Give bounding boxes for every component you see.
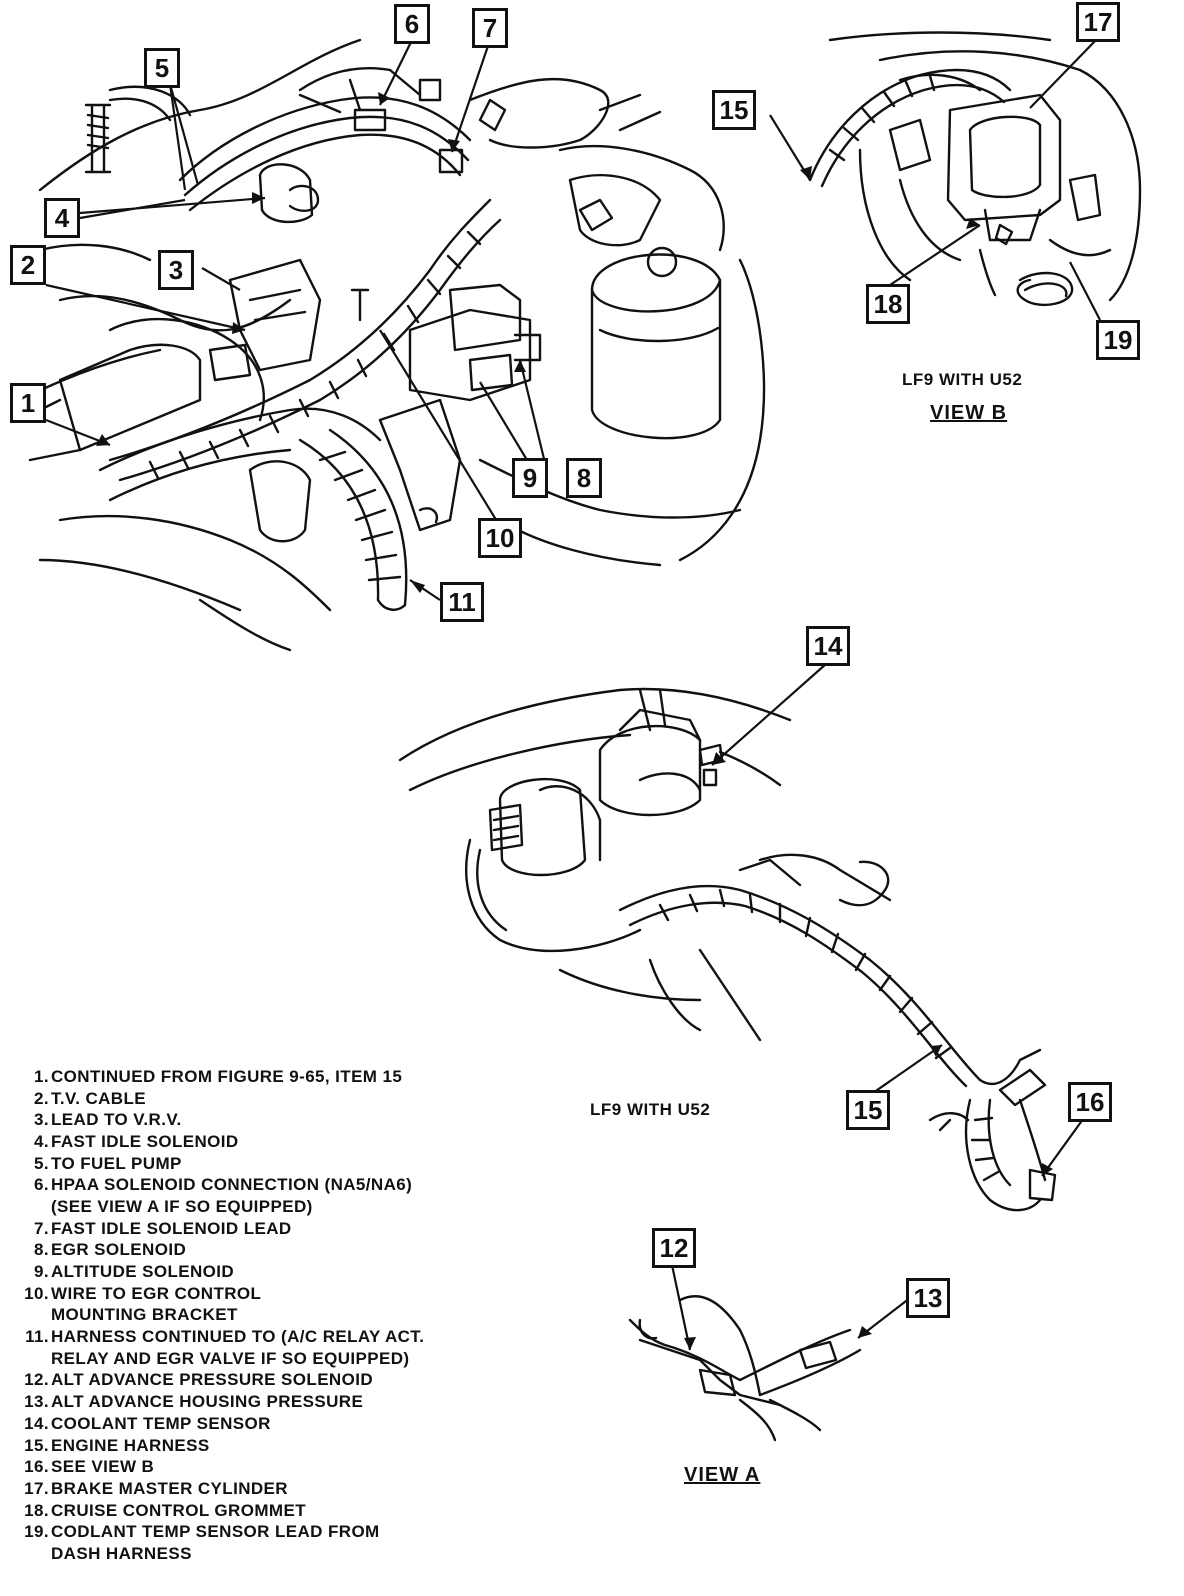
legend-row: 9.ALTITUDE SOLENOID	[14, 1261, 534, 1283]
callout-15-view-b: 15	[712, 90, 756, 130]
callout-15-harness: 15	[846, 1090, 890, 1130]
legend-row: 13.ALT ADVANCE HOUSING PRESSURE	[14, 1391, 534, 1413]
legend-number: 6.	[34, 1175, 49, 1195]
legend-text: ALTITUDE SOLENOID	[51, 1262, 235, 1282]
legend-row: 10.WIRE TO EGR CONTROL	[14, 1283, 534, 1305]
legend-row: 17.BRAKE MASTER CYLINDER	[14, 1478, 534, 1500]
view-b-title: VIEW B	[930, 402, 1008, 424]
legend-number: 2.	[34, 1088, 49, 1108]
legend-text: FAST IDLE SOLENOID LEAD	[51, 1218, 292, 1238]
callout-12: 12	[652, 1228, 696, 1268]
legend-row: 16.SEE VIEW B	[14, 1456, 534, 1478]
legend-text: EGR SOLENOID	[51, 1240, 187, 1260]
legend-row: MOUNTING BRACKET	[14, 1305, 534, 1327]
main-engine-view	[18, 38, 766, 652]
callout-14: 14	[806, 626, 850, 666]
legend-row: 4.FAST IDLE SOLENOID	[14, 1131, 534, 1153]
callout-8: 8	[566, 458, 602, 498]
callout-2: 2	[10, 245, 46, 285]
legend-text: (SEE VIEW A IF SO EQUIPPED)	[51, 1196, 313, 1216]
legend-row: 14.COOLANT TEMP SENSOR	[14, 1413, 534, 1435]
legend-row: 19.CODLANT TEMP SENSOR LEAD FROM	[14, 1521, 534, 1543]
callout-6: 6	[394, 4, 430, 44]
callout-9: 9	[512, 458, 548, 498]
legend-row: 6.HPAA SOLENOID CONNECTION (NA5/NA6)	[14, 1174, 534, 1196]
legend-number: 7.	[34, 1218, 49, 1238]
legend-row: 12.ALT ADVANCE PRESSURE SOLENOID	[14, 1370, 534, 1392]
callout-7: 7	[472, 8, 508, 48]
view-b-drawing	[808, 31, 1142, 307]
lower-engine-view	[398, 687, 1057, 1212]
legend-number: 13.	[24, 1392, 49, 1412]
view-a-drawing	[628, 1295, 862, 1442]
legend-text: COOLANT TEMP SENSOR	[51, 1413, 271, 1433]
legend-number: 10.	[24, 1283, 49, 1303]
legend-number: 16.	[24, 1457, 49, 1477]
legend-text: CODLANT TEMP SENSOR LEAD FROM	[51, 1522, 380, 1542]
legend-number: 9.	[34, 1262, 49, 1282]
callout-11: 11	[440, 582, 484, 622]
callout-10: 10	[478, 518, 522, 558]
legend-number: 11.	[25, 1327, 49, 1347]
legend-text: WIRE TO EGR CONTROL	[51, 1283, 262, 1303]
lower-view-caption: LF9 WITH U52	[590, 1100, 711, 1119]
legend-row: (SEE VIEW A IF SO EQUIPPED)	[14, 1196, 534, 1218]
view-a-title: VIEW A	[684, 1464, 761, 1486]
legend-row: 7.FAST IDLE SOLENOID LEAD	[14, 1218, 534, 1240]
legend-row: 3.LEAD TO V.R.V.	[14, 1109, 534, 1131]
legend-number: 19.	[24, 1522, 49, 1542]
legend-text: RELAY AND EGR VALVE IF SO EQUIPPED)	[51, 1348, 410, 1368]
legend-text: CRUISE CONTROL GROMMET	[51, 1500, 306, 1520]
legend-number: 1.	[34, 1066, 49, 1086]
legend-text: T.V. CABLE	[51, 1088, 147, 1108]
legend-text: BRAKE MASTER CYLINDER	[51, 1478, 288, 1498]
legend-number: 4.	[34, 1131, 49, 1151]
legend-row: 15.ENGINE HARNESS	[14, 1435, 534, 1457]
callout-16: 16	[1068, 1082, 1112, 1122]
legend-text: HPAA SOLENOID CONNECTION (NA5/NA6)	[51, 1175, 413, 1195]
legend-row: DASH HARNESS	[14, 1543, 534, 1565]
legend-number: 14.	[24, 1413, 49, 1433]
legend-text: TO FUEL PUMP	[51, 1153, 182, 1173]
callout-5: 5	[144, 48, 180, 88]
legend-row: RELAY AND EGR VALVE IF SO EQUIPPED)	[14, 1348, 534, 1370]
legend-text: DASH HARNESS	[51, 1543, 192, 1563]
legend-number: 3.	[34, 1110, 49, 1130]
legend-row: 11.HARNESS CONTINUED TO (A/C RELAY ACT.	[14, 1326, 534, 1348]
legend-number: 18.	[24, 1500, 49, 1520]
callout-1: 1	[10, 383, 46, 423]
callout-18: 18	[866, 284, 910, 324]
callout-4: 4	[44, 198, 80, 238]
callout-19: 19	[1096, 320, 1140, 360]
legend-number: 15.	[24, 1435, 49, 1455]
legend-text: MOUNTING BRACKET	[51, 1305, 238, 1325]
callout-13: 13	[906, 1278, 950, 1318]
legend-row: 18.CRUISE CONTROL GROMMET	[14, 1500, 534, 1522]
legend-text: CONTINUED FROM FIGURE 9-65, ITEM 15	[51, 1066, 403, 1086]
view-b-caption: LF9 WITH U52	[902, 370, 1023, 389]
legend-number: 12.	[24, 1370, 49, 1390]
legend-row: 8.EGR SOLENOID	[14, 1240, 534, 1262]
parts-legend: 1.CONTINUED FROM FIGURE 9-65, ITEM 15 2.…	[14, 1066, 534, 1565]
legend-row: 2.T.V. CABLE	[14, 1088, 534, 1110]
legend-text: FAST IDLE SOLENOID	[51, 1131, 239, 1151]
callout-3: 3	[158, 250, 194, 290]
legend-row: 1.CONTINUED FROM FIGURE 9-65, ITEM 15	[14, 1066, 534, 1088]
legend-text: SEE VIEW B	[51, 1457, 155, 1477]
legend-text: LEAD TO V.R.V.	[51, 1110, 182, 1130]
legend-number: 5.	[34, 1153, 49, 1173]
leader-arrowheads	[96, 92, 1053, 1350]
legend-number: 8.	[34, 1240, 49, 1260]
legend-number: 17.	[24, 1478, 49, 1498]
legend-text: ENGINE HARNESS	[51, 1435, 210, 1455]
legend-text: HARNESS CONTINUED TO (A/C RELAY ACT.	[51, 1327, 425, 1347]
callout-17: 17	[1076, 2, 1120, 42]
legend-text: ALT ADVANCE PRESSURE SOLENOID	[51, 1370, 374, 1390]
legend-row: 5.TO FUEL PUMP	[14, 1153, 534, 1175]
legend-text: ALT ADVANCE HOUSING PRESSURE	[51, 1392, 364, 1412]
